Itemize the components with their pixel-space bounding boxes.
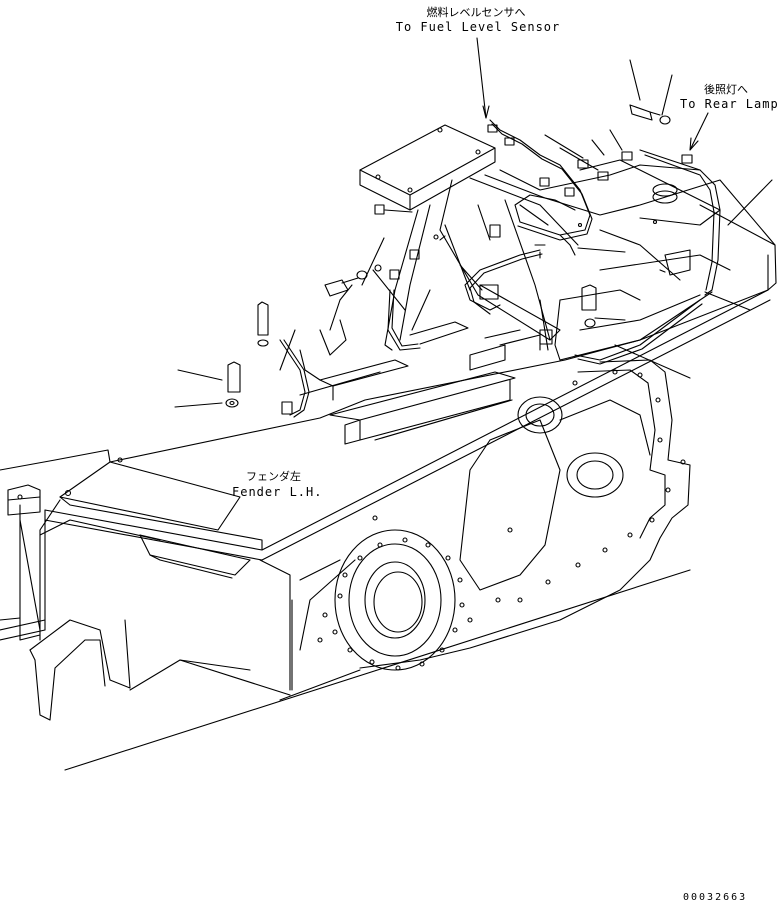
tower-frame (299, 124, 776, 381)
drawing-number: 00032663 (683, 892, 748, 903)
wiring-harness (279, 119, 721, 418)
fender-label-en: Fender L.H. (232, 485, 323, 499)
fender-platform (0, 204, 777, 771)
fasteners (225, 104, 693, 415)
deck-rails (299, 321, 541, 445)
fender-label-jp: フェンダ左 (246, 470, 301, 483)
fuel-sensor-label-en: To Fuel Level Sensor (395, 20, 561, 34)
fuel-sensor-label-jp: 燃料レベルセンサへ (426, 6, 526, 19)
rear-lamp-label-en: To Rear Lamp (680, 97, 779, 111)
final-drive-case (129, 359, 691, 701)
rear-lamp-label-jp: 後照灯へ (704, 83, 748, 96)
